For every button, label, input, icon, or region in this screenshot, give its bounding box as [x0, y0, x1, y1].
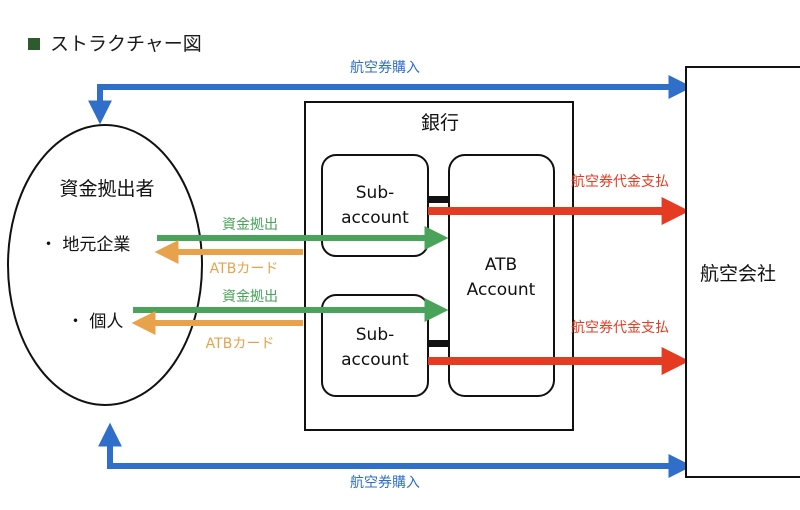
fund-contribution-label-1: 資金拠出 — [222, 217, 278, 233]
title-bullet-icon — [28, 38, 40, 50]
investors-ellipse — [7, 124, 203, 406]
investor-individuals: ・ 個人 — [67, 312, 123, 332]
diagram-title: ストラクチャー図 — [50, 33, 202, 55]
sub-account-top-line1: Sub- — [356, 183, 395, 203]
atb-account-box — [448, 154, 555, 397]
atb-account-line1: ATB — [485, 255, 517, 275]
ticket-purchase-arrow-bottom — [98, 422, 693, 478]
atb-card-label-1: ATBカード — [210, 261, 279, 277]
ticket-purchase-label-bottom: 航空券購入 — [350, 475, 420, 491]
sub-account-box-top — [321, 154, 429, 257]
investor-local-companies: ・ 地元企業 — [40, 235, 130, 255]
link-bar-bottom — [428, 340, 449, 347]
sub-account-bottom-line1: Sub- — [356, 325, 395, 345]
sub-account-top-line2: account — [341, 208, 409, 228]
bank-label: 銀行 — [421, 112, 459, 134]
airline-label: 航空会社 — [700, 263, 776, 285]
link-bar-top — [428, 196, 449, 203]
investors-label: 資金拠出者 — [59, 178, 154, 200]
airfare-payment-label-1: 航空券代金支払 — [571, 174, 669, 190]
sub-account-bottom-line2: account — [341, 350, 409, 370]
atb-card-label-2: ATBカード — [206, 336, 275, 352]
airline-box — [685, 66, 800, 478]
ticket-purchase-label-top: 航空券購入 — [350, 60, 420, 76]
airfare-payment-label-2: 航空券代金支払 — [571, 320, 669, 336]
ticket-purchase-arrow-top — [88, 75, 693, 125]
atb-account-line2: Account — [467, 280, 536, 300]
fund-contribution-label-2: 資金拠出 — [222, 289, 278, 305]
